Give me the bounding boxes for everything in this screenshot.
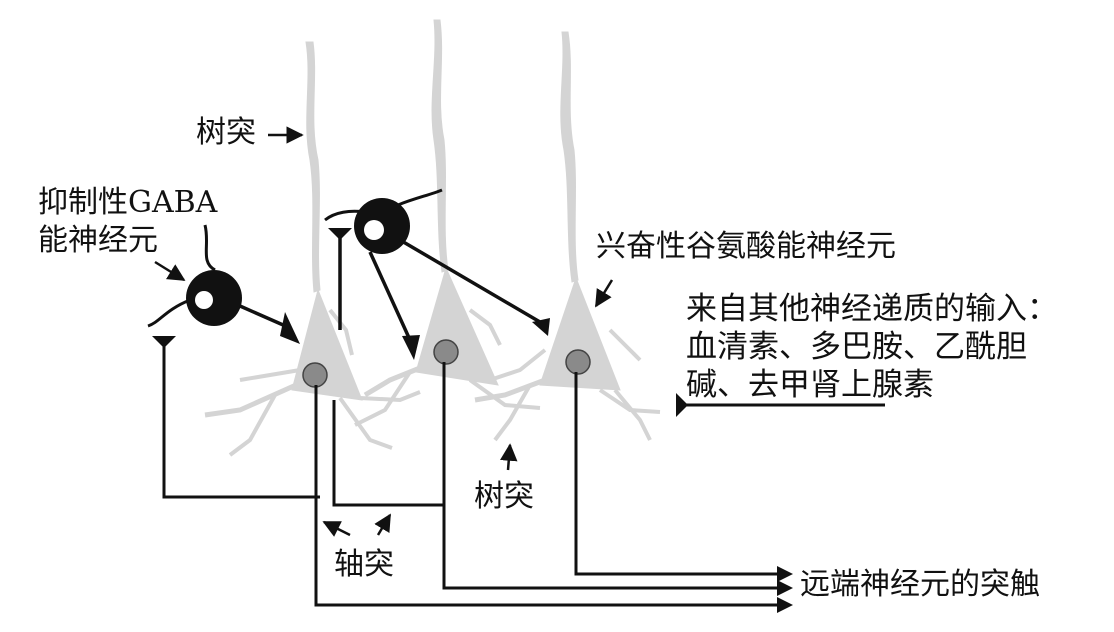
nucleus-1	[302, 362, 328, 388]
distal-synapse-arrows	[777, 566, 793, 613]
nucleus-3	[565, 349, 591, 375]
label-inhibitory-neuron: 抑制性GABA 能神经元	[38, 184, 217, 260]
arrow-axon-right	[374, 513, 392, 536]
label-other-inputs-line2: 血清素、多巴胺、乙酰胆	[686, 329, 1027, 365]
label-dendrite-top: 树突	[196, 115, 256, 150]
label-excitatory-neuron: 兴奋性谷氨酸能神经元	[596, 229, 896, 264]
label-inhibitory-line2: 能神经元	[38, 223, 158, 258]
pointer-arrows	[154, 126, 614, 537]
axon-lines	[152, 336, 885, 607]
label-dendrite-bottom: 树突	[474, 479, 534, 514]
label-other-inputs: 来自其他神经递质的输入： 血清素、多巴胺、乙酰胆 碱、去甲肾上腺素	[686, 290, 1058, 404]
arrow-excitatory	[594, 279, 614, 308]
arrow-axon-left	[322, 520, 351, 537]
label-distal-synapse: 远端神经元的突触	[800, 567, 1040, 602]
label-axon: 轴突	[334, 547, 394, 582]
inhibitory-interneuron	[147, 224, 300, 344]
label-other-inputs-line3: 碱、去甲肾上腺素	[686, 367, 934, 403]
arrow-inhibitory	[154, 260, 186, 282]
label-other-inputs-line1: 来自其他神经递质的输入：	[686, 291, 1058, 327]
excitatory-interneuron	[324, 188, 550, 360]
label-inhibitory-line1: 抑制性GABA	[38, 185, 218, 220]
nucleus-2	[433, 339, 459, 365]
pyramidal-neuron-3	[474, 31, 661, 442]
arrow-dendrite-bottom	[500, 443, 518, 471]
